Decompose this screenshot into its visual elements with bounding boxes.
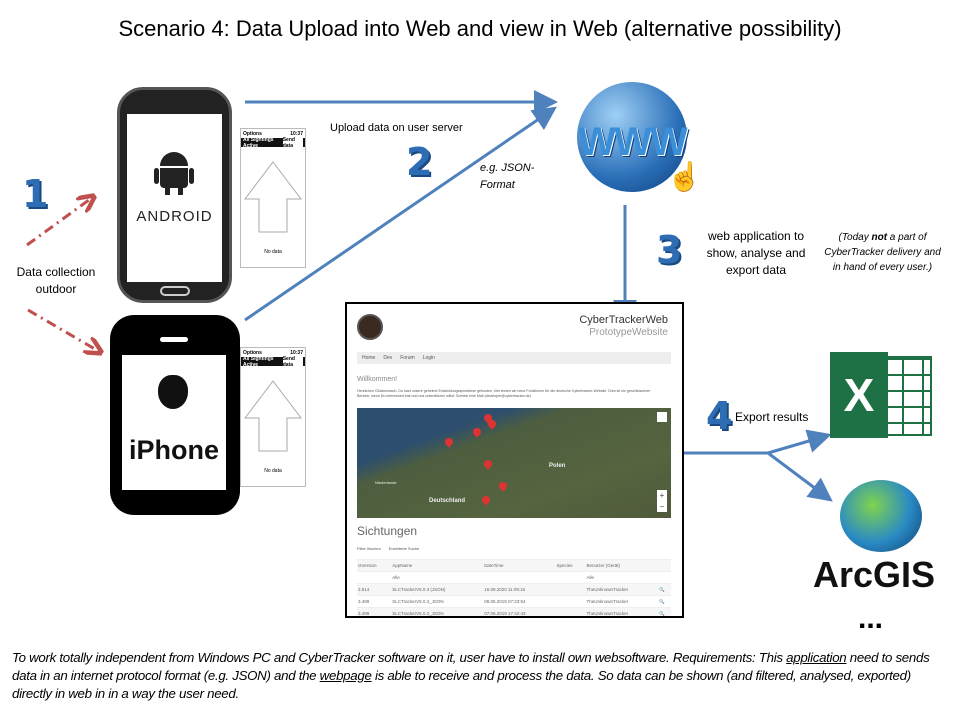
arcgis-globe-icon: [840, 480, 922, 552]
format-label: e.g. JSON-Format: [480, 162, 535, 191]
tab-all-sightings[interactable]: All Sightings Active: [243, 136, 274, 149]
welcome-heading: Willkommen!: [357, 376, 398, 383]
export-label: Export results: [735, 410, 809, 424]
no-data-text: No data: [264, 249, 282, 255]
iphone-app-screen: Options 10:37 All Sightings Active Send da…: [240, 347, 306, 487]
web-app-label: web application to show, analyse and exp…: [706, 229, 806, 277]
export-arrow-arcgis: [767, 451, 833, 502]
appname-filter[interactable]: Alle: [391, 571, 484, 584]
description-paragraph: To work totally independent from Windows…: [12, 650, 930, 701]
site-brand: CyberTrackerWeb: [579, 314, 668, 326]
nav-forum[interactable]: Forum: [400, 355, 415, 361]
fullscreen-button[interactable]: [657, 412, 667, 422]
excel-icon: X: [830, 352, 932, 438]
search-icon[interactable]: 🔍: [658, 583, 671, 596]
android-robot-icon: [154, 152, 194, 195]
upload-arrow-icon: [243, 161, 303, 233]
step-3-number: 3: [656, 228, 683, 272]
site-nav: Home Dev Forum Login: [357, 352, 671, 364]
iphone: iPhone: [110, 315, 240, 515]
upload-label: Upload data on user server: [330, 122, 463, 134]
map-label: Niederlande: [375, 480, 397, 485]
search-icon[interactable]: 🔍: [658, 595, 671, 608]
collect-arrow-iphone: [27, 308, 100, 352]
options-menu[interactable]: Options: [243, 130, 262, 137]
hand-cursor-icon: ☝: [667, 161, 702, 192]
android-app-screen: Options 10:37 All Sightings Active Send da…: [240, 128, 306, 268]
map-label: Deutschland: [429, 498, 466, 504]
site-logo: [357, 314, 383, 340]
zoom-controls[interactable]: +−: [657, 490, 667, 512]
user-filter[interactable]: Alle: [585, 571, 659, 584]
www-globe-icon: WWW ☝: [567, 82, 702, 204]
time: 10:37: [290, 349, 303, 356]
more-ellipsis: ...: [858, 602, 884, 635]
collect-arrow-android: [26, 197, 93, 247]
data-collection-label: Data collection outdoor: [16, 265, 96, 296]
nav-dev[interactable]: Dev: [383, 355, 393, 361]
step-2-number: 2: [406, 140, 433, 184]
map-label: Polen: [549, 463, 566, 469]
map[interactable]: Polen Deutschland Niederlande +−: [357, 408, 671, 518]
apple-logo-icon: [158, 375, 188, 409]
tab-all-sightings[interactable]: All Sightings Active: [243, 355, 274, 368]
website-screenshot: CyberTrackerWeb PrototypeWebsite Home De…: [345, 302, 684, 618]
no-data-text: No data: [264, 468, 282, 474]
step-1-number: 1: [22, 172, 49, 216]
step-4-number: 4: [706, 394, 733, 438]
android-phone: ANDROID: [117, 87, 232, 303]
nav-login[interactable]: Login: [422, 355, 435, 361]
options-menu[interactable]: Options: [243, 349, 262, 356]
upload-arrow-icon: [243, 380, 303, 452]
export-arrow-excel: [767, 429, 832, 455]
filter-clear-link[interactable]: Filter löschen: [357, 546, 381, 551]
intro-text: Herzlichen Glückwunsch: Du hast unsere g…: [357, 389, 651, 398]
slide-title: Scenario 4: Data Upload into Web and vie…: [118, 16, 842, 41]
upload-arrow-iphone: [244, 106, 557, 322]
android-logo-text: ANDROID: [136, 208, 213, 225]
www-text: WWW: [578, 120, 687, 164]
home-button: [160, 286, 190, 296]
tab-send-data[interactable]: Send data: [282, 355, 303, 368]
tab-send-data[interactable]: Send data: [282, 136, 303, 149]
advanced-search-link[interactable]: Erweiterte Suche: [388, 546, 420, 551]
sightings-heading: Sichtungen: [357, 524, 418, 538]
search-icon[interactable]: 🔍: [658, 607, 671, 616]
site-subtitle: PrototypeWebsite: [589, 327, 668, 338]
note-text: (Today not a part of CyberTracker delive…: [824, 232, 941, 273]
time: 10:37: [290, 130, 303, 137]
nav-home[interactable]: Home: [362, 355, 376, 361]
arcgis-label: ArcGIS: [813, 554, 936, 595]
iphone-logo-text: iPhone: [128, 435, 219, 465]
